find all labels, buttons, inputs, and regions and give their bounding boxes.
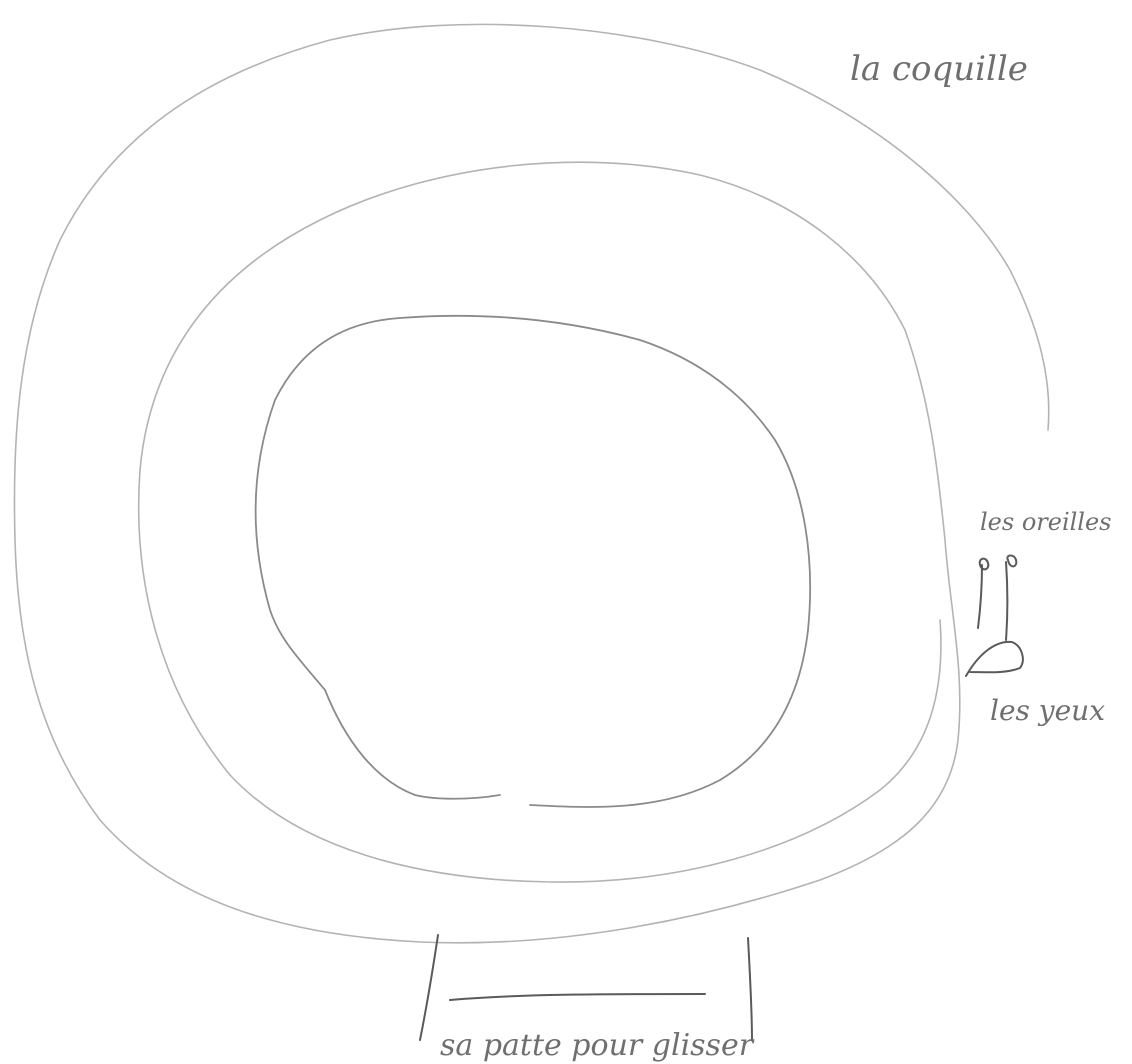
left-antenna-tip: [980, 559, 989, 570]
foot-right-line: [748, 938, 752, 1040]
left-antenna: [978, 565, 982, 628]
foot-sole-line: [450, 994, 705, 1000]
shell-inner-spiral: [256, 316, 811, 807]
label-ears: les oreilles: [980, 508, 1112, 536]
label-eyes: les yeux: [990, 694, 1105, 727]
shell-middle-spiral: [139, 162, 941, 882]
foot-left-line: [420, 935, 438, 1040]
head-blob: [966, 642, 1023, 676]
label-foot: sa patte pour glisser: [440, 1028, 755, 1063]
right-antenna: [1006, 562, 1008, 640]
label-shell: la coquille: [850, 49, 1028, 89]
right-antenna-tip: [1007, 555, 1016, 566]
